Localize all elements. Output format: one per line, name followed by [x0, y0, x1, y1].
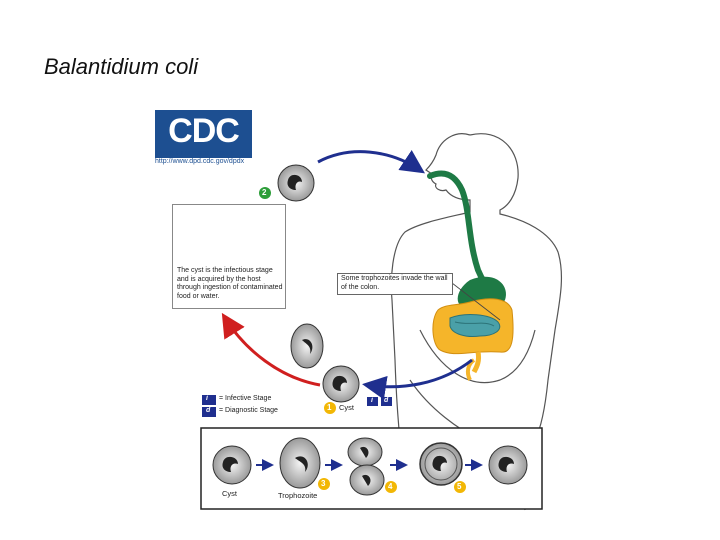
panel-dividing-trophozoite [347, 437, 385, 496]
colon-note: Some trophozoites invade the wall of the… [341, 275, 448, 291]
note-pointer [451, 282, 501, 321]
cycle-cyst-bottom [322, 365, 360, 403]
cycle-i-symbol: i [371, 397, 373, 404]
step-3-badge [318, 478, 330, 490]
panel-cyst-2 [488, 445, 528, 485]
cycle-d-symbol: d [384, 397, 389, 404]
legend-infective-label: = Infective Stage [219, 395, 272, 402]
legend-diagnostic-label: = Diagnostic Stage [219, 407, 278, 414]
step-4-badge [385, 481, 397, 493]
small-intestine [449, 314, 501, 337]
food-note: The cyst is the infectious stage and is … [177, 267, 283, 300]
legend-i-symbol: i [206, 395, 208, 402]
cdc-logo: CDC [155, 110, 252, 158]
cycle-cyst-top [277, 164, 315, 202]
panel-trophozoite-label: Trophozoite [278, 491, 318, 500]
cycle-trophozoite [290, 323, 324, 369]
cdc-url: http://www.dpd.cdc.gov/dpdx [155, 158, 245, 165]
environment-arrow [221, 312, 321, 387]
step-2-badge [259, 187, 271, 199]
step-5-number: 5 [457, 482, 462, 491]
ingestion-arrow [317, 150, 425, 174]
cdc-logo-text: CDC [168, 112, 240, 150]
step-1-badge [324, 402, 336, 414]
step-1-number: 1 [327, 403, 332, 412]
panel-cyst-forming [419, 442, 463, 486]
step-5-badge [454, 481, 466, 493]
panel-cyst-label: Cyst [222, 489, 237, 498]
cdc-tagline: SAFER·HEALTHIER·PEOPLE [155, 151, 235, 157]
step-2-number: 2 [262, 188, 267, 197]
step-4-number: 4 [388, 482, 393, 491]
infective-badge-cycle [367, 397, 378, 406]
colon-note-box [337, 273, 453, 295]
legend-diagnostic-badge [202, 407, 216, 417]
diagnostic-badge-cycle [381, 397, 392, 406]
cycle-cyst-label: Cyst [339, 403, 354, 412]
panel-trophozoite-1 [279, 437, 321, 489]
food-box [172, 204, 286, 309]
panel-cyst-1 [212, 445, 252, 485]
slide-title: Balantidium coli [44, 54, 199, 79]
excretion-arrow [362, 358, 473, 400]
step-3-number: 3 [321, 479, 326, 488]
rectum [471, 351, 481, 374]
legend-d-symbol: d [206, 407, 211, 414]
legend-infective-badge [202, 395, 216, 405]
